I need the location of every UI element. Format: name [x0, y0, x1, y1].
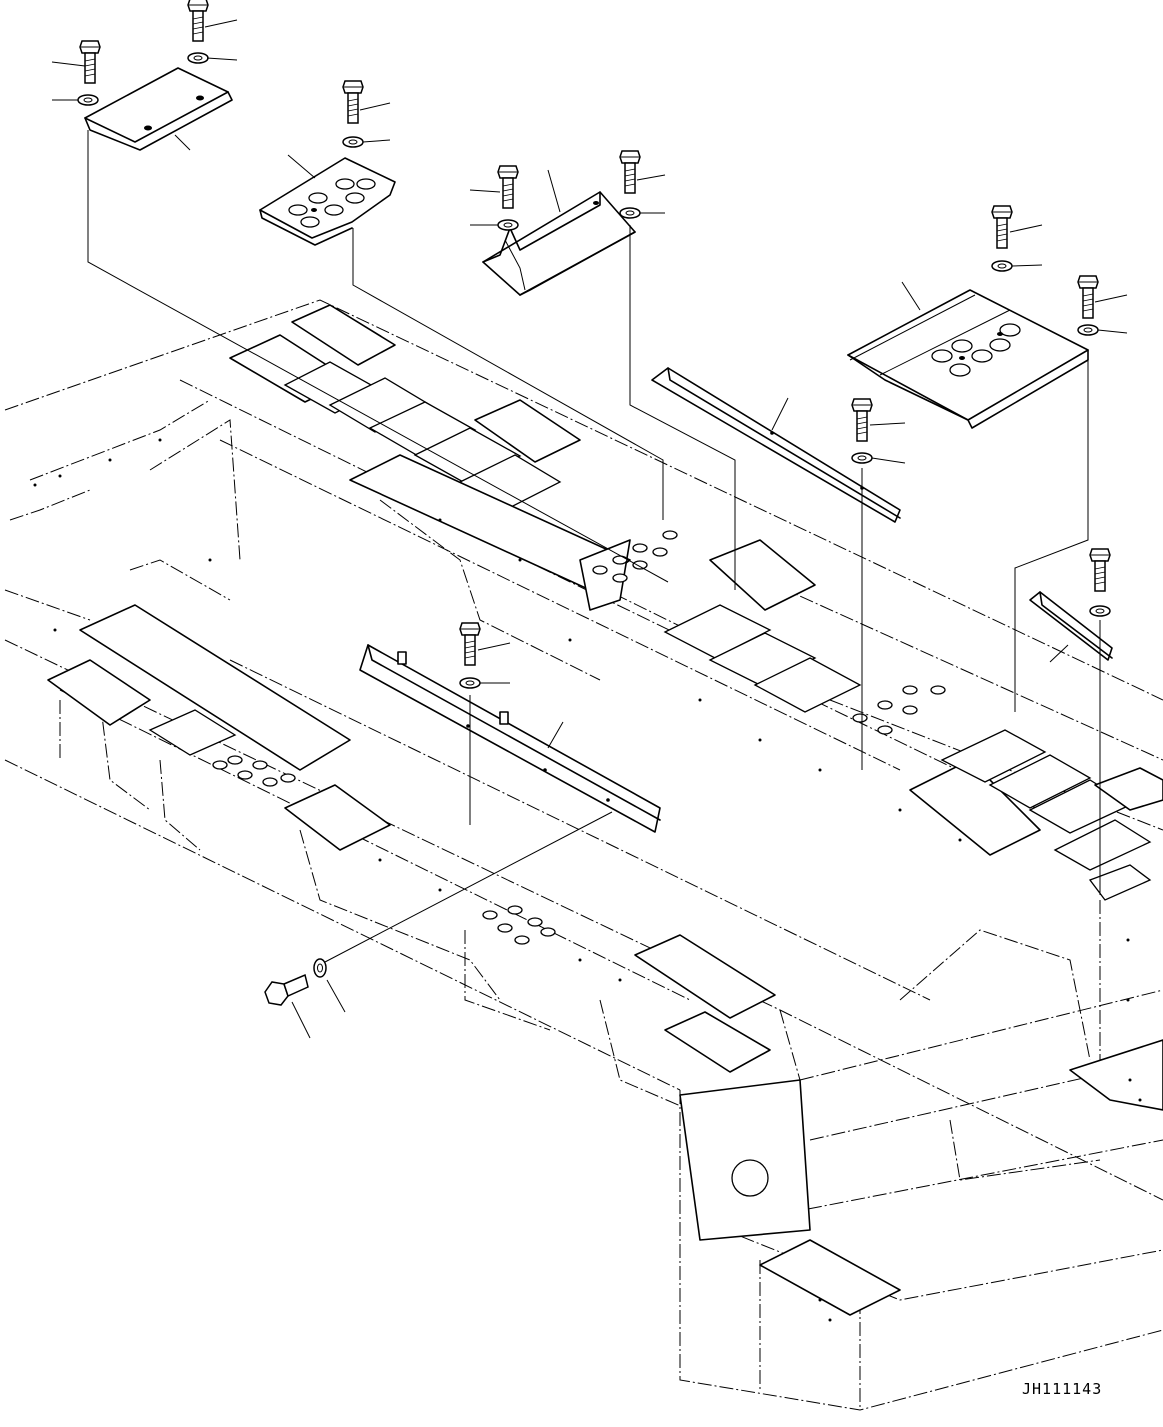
frame-hole-cluster [212, 530, 946, 945]
assembly-lines [87, 130, 1101, 963]
cover-plate-holes-right [847, 289, 1089, 429]
angle-bar-lower [359, 644, 661, 833]
leader-lines [51, 19, 1128, 1039]
frame-detail-dots [33, 438, 1142, 1322]
angle-bar-upper [651, 367, 901, 523]
side-bolt-lower-left [264, 958, 327, 1006]
cover-bracket-center [482, 191, 636, 296]
cover-plate-top-left [84, 67, 233, 151]
drawing-code: JH111143 [1022, 1380, 1103, 1398]
cover-plate-holes-left [259, 157, 396, 246]
frame-plates [47, 304, 1163, 1316]
small-cover-right [1029, 591, 1113, 661]
